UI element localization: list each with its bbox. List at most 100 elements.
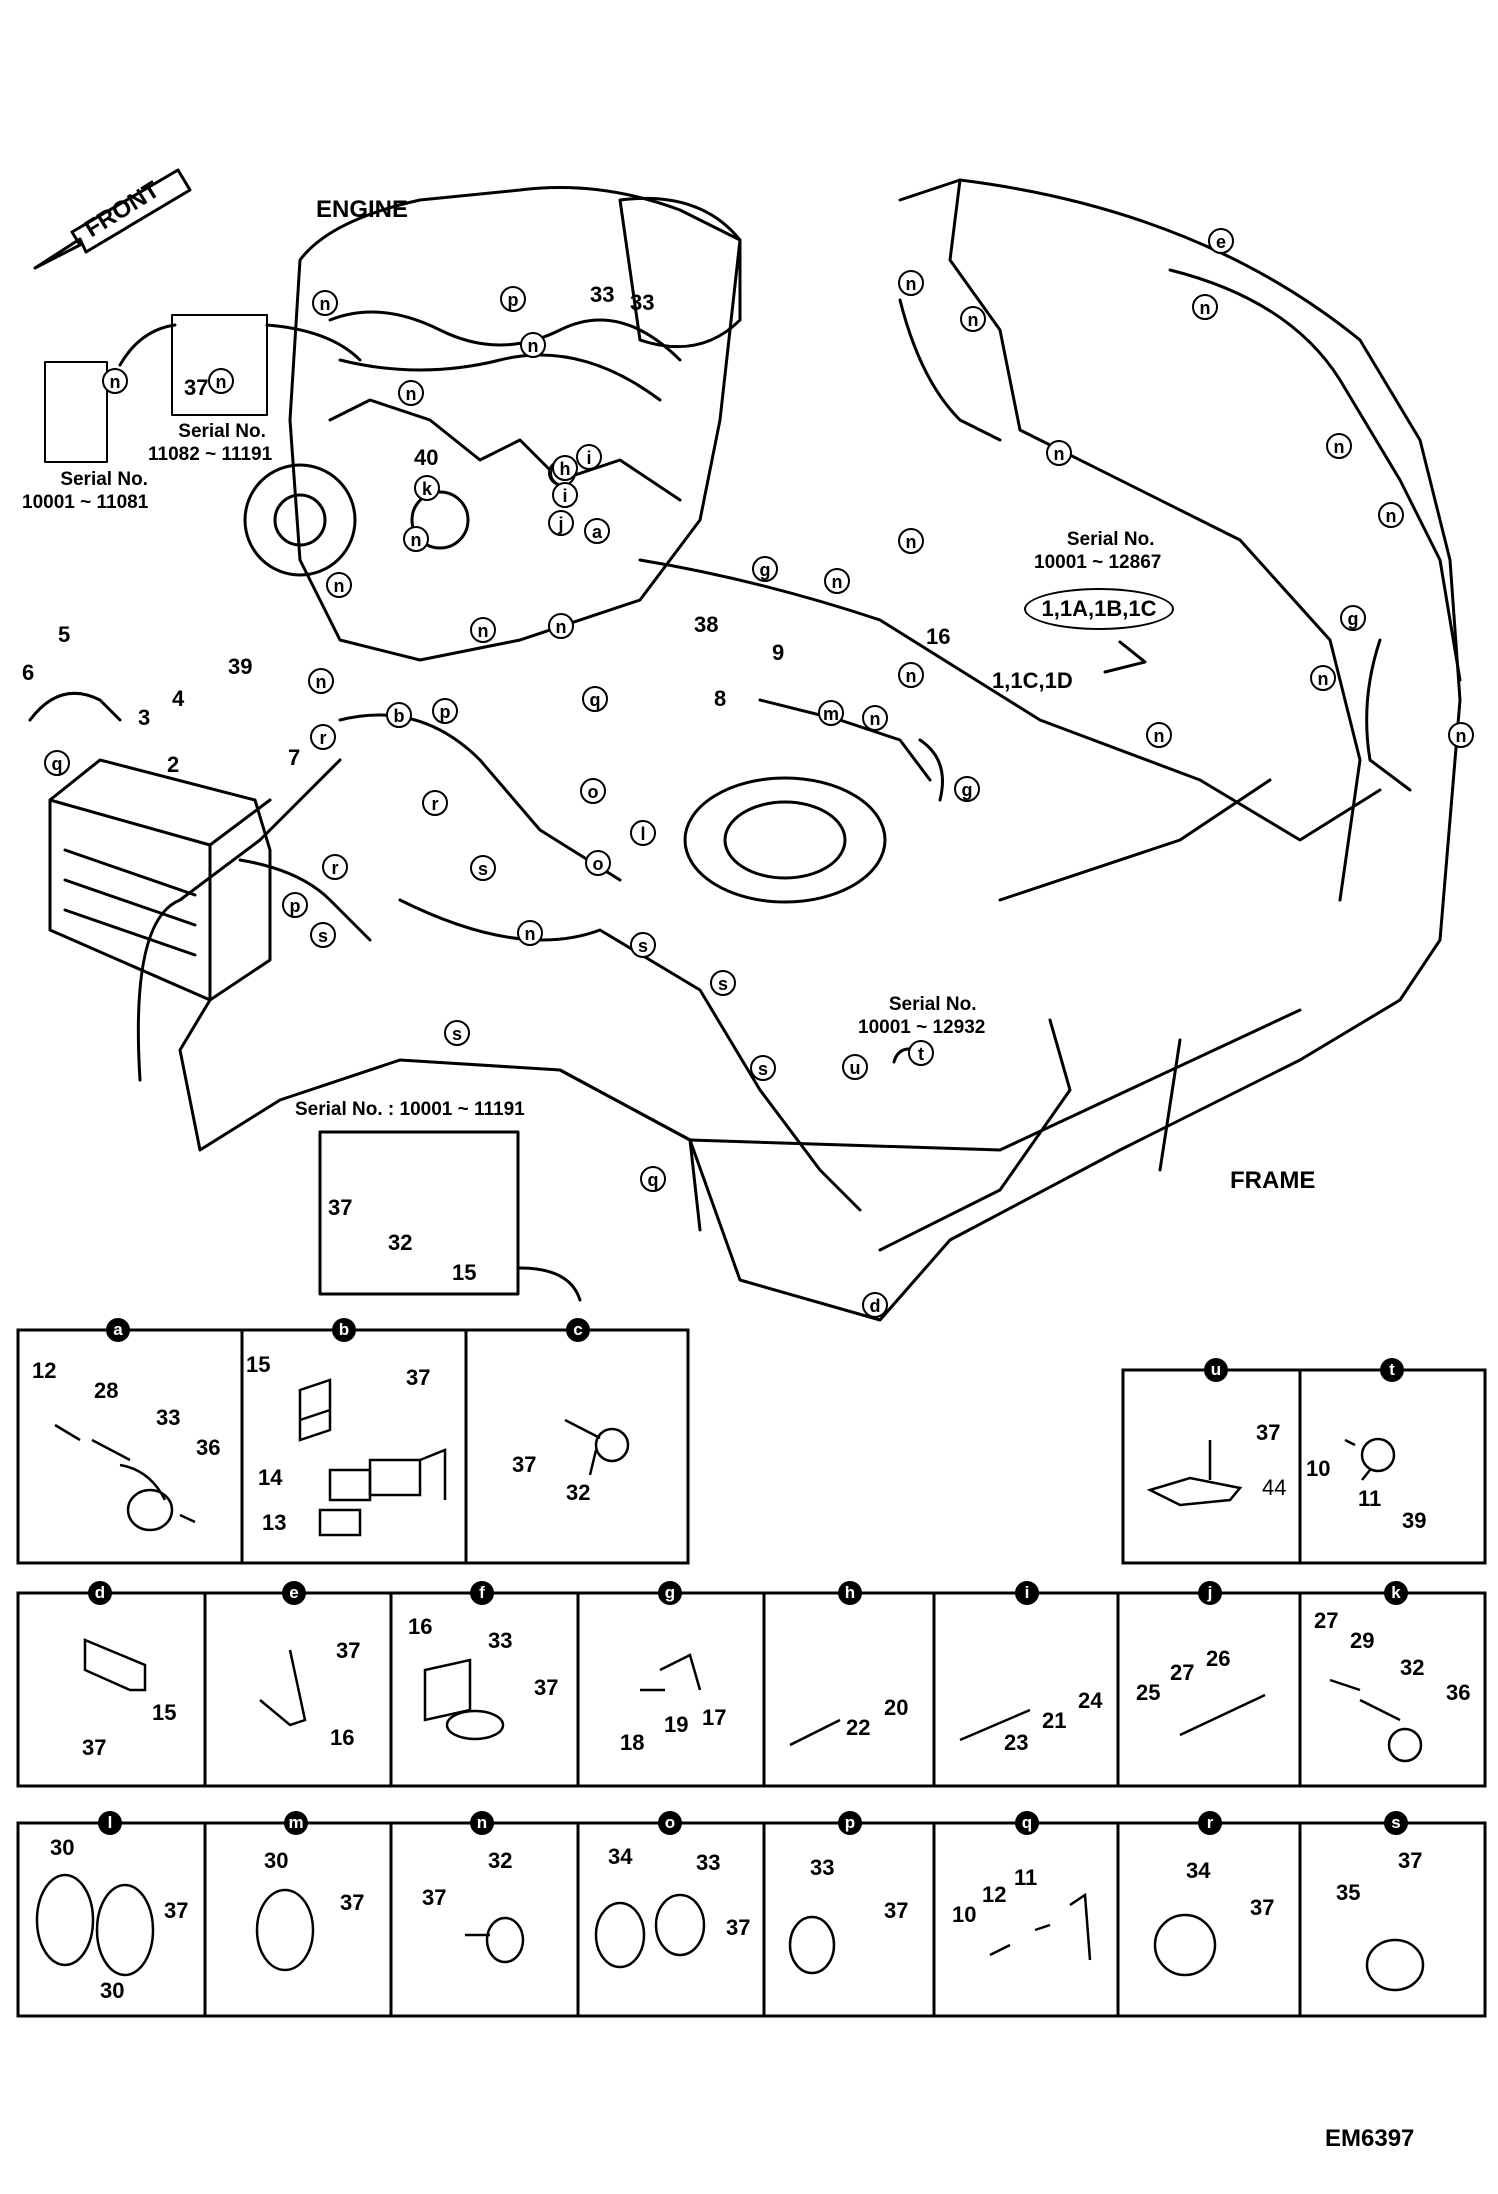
callout-letter: r [310,724,336,750]
part-number: 15 [452,1260,477,1285]
panel-letter-n: n [470,1811,494,1835]
panel-part: 25 [1136,1680,1161,1705]
callout-letter: n [862,705,888,731]
serial-note-2: Serial No. 11082 ~ 11191 [148,420,272,466]
callout-letter: n [208,368,234,394]
callout-letter: p [432,698,458,724]
panel-part: 33 [156,1405,181,1430]
panel-part: 20 [884,1695,909,1720]
callout-letter: h [552,455,578,481]
part-number: 6 [22,660,35,685]
part-number: 3 [138,705,151,730]
callout-letter: n [1448,722,1474,748]
panel-part: 11 [1014,1865,1038,1890]
callout-letter: p [282,892,308,918]
panel-letter-b: b [332,1318,356,1342]
serial-heading: Serial No. [1066,529,1155,550]
serial-heading: Serial No. [178,421,266,442]
callout-letter: s [310,922,336,948]
engine-label: ENGINE [316,196,409,223]
callout-letter: n [326,572,352,598]
panel-letter-j: j [1198,1581,1222,1605]
panel-part: 37 [82,1735,107,1760]
callout-letter: g [752,556,778,582]
panel-part: 37 [1250,1895,1275,1920]
panel-letter-g: g [658,1581,682,1605]
panel-part: 18 [620,1730,645,1755]
panel-letter-h: h [838,1581,862,1605]
part-number: 40 [414,445,439,470]
callout-letter: u [842,1054,868,1080]
panel-part: 32 [1400,1655,1425,1680]
panel-part: 33 [488,1628,513,1653]
part-number: 8 [714,686,727,711]
serial-note-1: Serial No. 10001 ~ 11081 [22,468,148,514]
panel-letter-m: m [284,1811,308,1835]
panel-part: 16 [408,1614,433,1639]
panel-part: 33 [696,1850,721,1875]
callout-letter: q [582,686,608,712]
panel-letter-l: l [98,1811,122,1835]
panel-part: 35 [1336,1880,1361,1905]
panel-part: 37 [336,1638,361,1663]
serial-range: 10001 ~ 12867 [1034,552,1162,573]
panel-part: 36 [1446,1680,1471,1705]
callout-letter: q [640,1166,666,1192]
callout-letter: n [403,526,429,552]
panel-part: 34 [1186,1858,1211,1883]
panel-letter-d: d [88,1581,112,1605]
callout-letter: q [44,750,70,776]
serial-range: 10001 ~ 11081 [22,492,149,513]
reference-oval: 1,1A,1B,1C [1024,588,1174,630]
callout-letter: i [576,444,602,470]
part-number: 37 [184,375,209,400]
part-number: 33 [630,290,655,315]
panel-part: 37 [164,1898,189,1923]
callout-letter: o [585,850,611,876]
callout-letter: n [1378,502,1404,528]
panel-part: 10 [1306,1456,1331,1481]
panel-letter-t: t [1380,1358,1404,1382]
callout-letter: g [1340,605,1366,631]
panel-part: 36 [196,1435,221,1460]
panel-part: 22 [846,1715,871,1740]
callout-letter: m [818,700,844,726]
panel-letter-e: e [282,1581,306,1605]
callout-letter: l [630,820,656,846]
part-number: 5 [58,622,71,647]
callout-letter: n [1310,665,1336,691]
panel-part: 37 [726,1915,751,1940]
callout-letter: o [580,778,606,804]
front-arrow-icon [33,168,192,270]
panel-part: 13 [262,1510,287,1535]
panel-letter-a: a [106,1318,130,1342]
panel-letter-o: o [658,1811,682,1835]
panel-part: 10 [952,1902,977,1927]
panel-part: 28 [94,1378,119,1403]
panel-part: 30 [100,1978,125,2003]
panel-part: 30 [264,1848,289,1873]
serial-note-5: Serial No. : 10001 ~ 11191 [295,1099,525,1120]
serial-range: 11082 ~ 11191 [148,444,273,465]
callout-letter: n [898,528,924,554]
panel-part: 17 [702,1705,727,1730]
callout-letter: n [312,290,338,316]
panel-part: 19 [664,1712,689,1737]
part-number: 9 [772,640,785,665]
serial-range: 10001 ~ 12932 [858,1017,986,1038]
callout-letter: p [500,286,526,312]
part-number: 4 [172,686,185,711]
part-number: 2 [167,752,180,777]
document-code: EM6397 [1325,2125,1415,2152]
panel-part: 37 [512,1452,537,1477]
callout-letter: s [710,970,736,996]
panel-part: 14 [258,1465,283,1490]
serial-heading: Serial No. [888,994,977,1015]
part-number: 39 [228,654,253,679]
panel-part: 30 [50,1835,75,1860]
callout-letter: k [414,475,440,501]
callout-letter: s [444,1020,470,1046]
frame-label: FRAME [1230,1167,1316,1194]
panel-part: 37 [340,1890,365,1915]
